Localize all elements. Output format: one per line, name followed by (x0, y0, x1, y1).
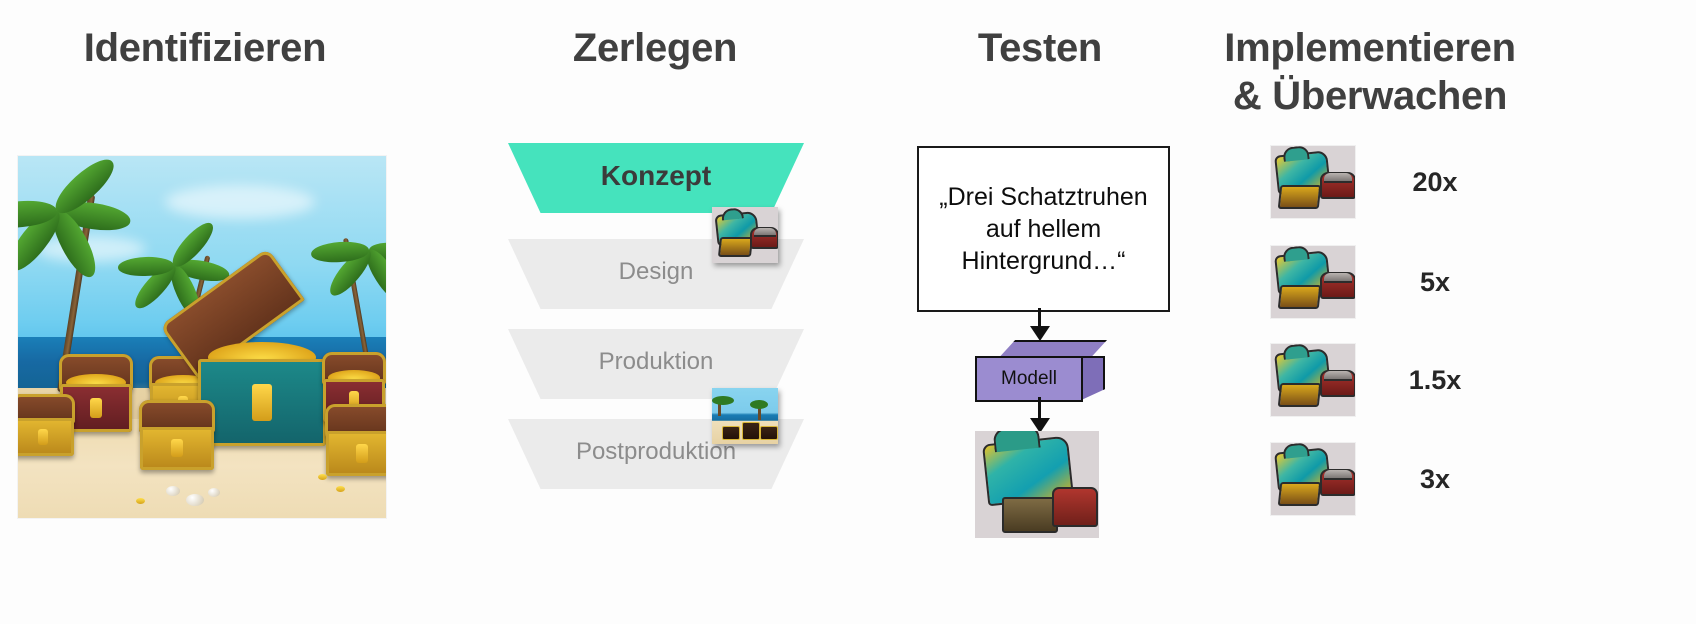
model-output-image (975, 431, 1099, 538)
variant-multiplier-3: 1.5x (1408, 365, 1462, 395)
funnel-stage-postproduktion[interactable]: Postproduktion (508, 419, 804, 489)
funnel-stage-label: Design (618, 258, 694, 285)
variant-thumbnail-3 (1271, 344, 1355, 416)
model-cube[interactable]: Modell (975, 340, 1107, 402)
variant-thumbnail-2 (1271, 246, 1355, 318)
treasure-chest (138, 400, 216, 470)
column-title-test: Testen (977, 26, 1103, 70)
funnel-stage-label: Konzept (600, 160, 712, 191)
funnel-stage-konzept[interactable]: Konzept (508, 143, 804, 213)
coin (136, 498, 145, 504)
column-title-decompose: Zerlegen (572, 26, 738, 70)
cube-front-face: Modell (975, 356, 1083, 402)
coin (336, 486, 345, 492)
prompt-text: „Drei Schatztruhen auf hellem Hintergrun… (939, 183, 1148, 275)
variant-multiplier-2: 5x (1419, 267, 1451, 297)
funnel-stage-label: Produktion (598, 348, 714, 375)
variant-thumbnail-4 (1271, 443, 1355, 515)
arrow-model-to-output (1030, 397, 1050, 434)
variant-thumbnail-1 (1271, 146, 1355, 218)
funnel-stage-produktion[interactable]: Produktion (508, 329, 804, 399)
variant-multiplier-4: 3x (1419, 464, 1451, 494)
prompt-text-box: „Drei Schatztruhen auf hellem Hintergrun… (917, 146, 1170, 312)
model-label: Modell (1001, 368, 1057, 389)
mini-beach-art (712, 388, 778, 444)
column-title-implement: Implementieren & Überwachen (1224, 26, 1516, 118)
pebble (166, 486, 180, 496)
column-title-identify: Identifizieren (83, 26, 327, 70)
treasure-chest (18, 394, 76, 456)
coin (318, 474, 327, 480)
funnel-stage-label: Postproduktion (575, 438, 737, 465)
pebble (186, 494, 204, 506)
decompose-funnel: Konzept Design Produktion Postproduktion (508, 143, 804, 498)
variant-multiplier-1: 20x (1412, 167, 1458, 197)
mini-chests-art (712, 207, 778, 263)
beach-thumbnail (712, 388, 778, 444)
treasure-chest (324, 404, 386, 476)
pebble (208, 488, 220, 497)
treasure-chest-open (160, 247, 326, 446)
treasure-beach-image (18, 156, 386, 518)
chests-thumbnail (712, 207, 778, 263)
arrow-prompt-to-model (1030, 308, 1050, 341)
cloud (165, 184, 316, 219)
